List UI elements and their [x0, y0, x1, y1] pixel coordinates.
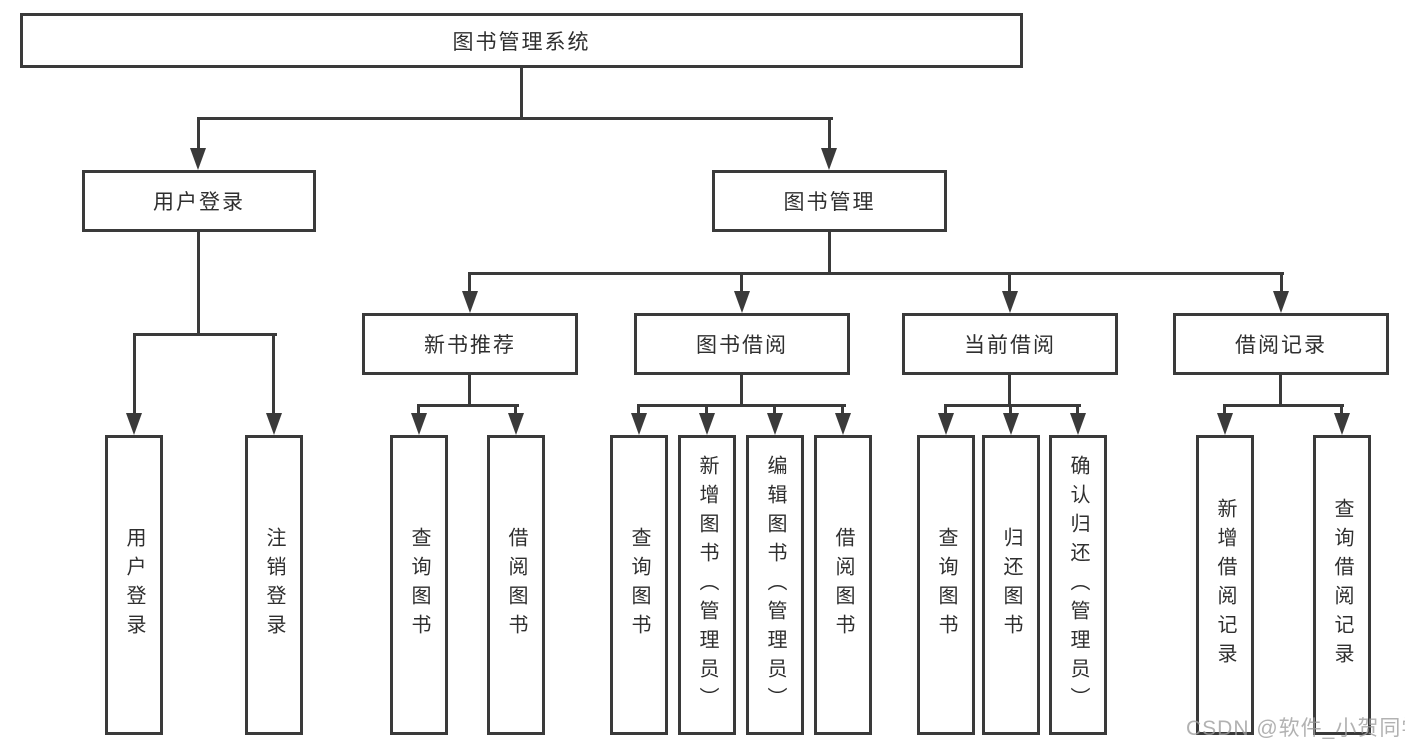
connector-line [1223, 404, 1226, 416]
connector-line [197, 232, 200, 336]
connector-line [705, 404, 708, 416]
connector-line [1223, 404, 1344, 407]
node-label: 查询图书 [408, 527, 430, 643]
connector-line [272, 333, 275, 415]
connector-line [637, 404, 846, 407]
node-label: 新增借阅记录 [1214, 498, 1236, 672]
node-label: 图书管理 [783, 191, 876, 214]
connector-line [1008, 272, 1011, 293]
node-label: 借阅图书 [832, 527, 854, 643]
leaf-query-books-current: 查询图书 [917, 435, 975, 735]
node-label: 归还图书 [1000, 527, 1022, 643]
connector-line [1076, 404, 1079, 416]
arrow-down-icon [699, 413, 715, 435]
arrow-down-icon [767, 413, 783, 435]
node-borrow-records: 借阅记录 [1173, 313, 1389, 375]
connector-line [828, 232, 831, 275]
connector-line [417, 404, 420, 416]
leaf-borrow-books-recommend: 借阅图书 [487, 435, 545, 735]
arrow-down-icon [734, 291, 750, 313]
leaf-borrow-books: 借阅图书 [814, 435, 872, 735]
arrow-down-icon [1273, 291, 1289, 313]
connector-line [637, 404, 640, 416]
connector-line [468, 375, 471, 407]
arrow-down-icon [266, 413, 282, 435]
node-label: 查询借阅记录 [1331, 498, 1353, 672]
node-new-book-recommend: 新书推荐 [362, 313, 578, 375]
node-label: 查询图书 [935, 527, 957, 643]
arrow-down-icon [462, 291, 478, 313]
connector-line [1280, 272, 1283, 293]
arrow-down-icon [126, 413, 142, 435]
arrow-down-icon [1217, 413, 1233, 435]
node-label: 借阅记录 [1235, 334, 1327, 357]
connector-line [1009, 404, 1012, 416]
connector-line [773, 404, 776, 416]
connector-line [417, 404, 519, 407]
leaf-confirm-return-admin: 确认归还（管理员） [1049, 435, 1107, 735]
connector-line [133, 333, 136, 415]
connector-line [944, 404, 1081, 407]
connector-line [828, 117, 831, 151]
connector-line [841, 404, 844, 416]
connector-line [197, 117, 833, 120]
arrow-down-icon [411, 413, 427, 435]
leaf-query-books-recommend: 查询图书 [390, 435, 448, 735]
arrow-down-icon [835, 413, 851, 435]
connector-line [514, 404, 517, 416]
leaf-add-books-admin: 新增图书（管理员） [678, 435, 736, 735]
arrow-down-icon [508, 413, 524, 435]
arrow-down-icon [190, 148, 206, 170]
connector-line [520, 66, 523, 119]
connector-line [468, 272, 471, 293]
connector-line [1279, 375, 1282, 407]
node-label: 查询图书 [628, 527, 650, 643]
connector-line [944, 404, 947, 416]
node-label: 新书推荐 [424, 334, 516, 357]
connector-line [1008, 375, 1011, 407]
connector-line [740, 272, 743, 293]
leaf-edit-books-admin: 编辑图书（管理员） [746, 435, 804, 735]
connector-line [197, 117, 200, 151]
node-book-management: 图书管理 [712, 170, 947, 232]
node-library-system: 图书管理系统 [20, 13, 1023, 68]
connector-line [133, 333, 277, 336]
arrow-down-icon [938, 413, 954, 435]
node-user-login: 用户登录 [82, 170, 316, 232]
arrow-down-icon [1070, 413, 1086, 435]
node-label: 新增图书（管理员） [696, 454, 718, 716]
leaf-logout: 注销登录 [245, 435, 303, 735]
node-label: 用户登录 [123, 527, 145, 643]
leaf-return-books: 归还图书 [982, 435, 1040, 735]
arrow-down-icon [1003, 413, 1019, 435]
leaf-query-borrow-record: 查询借阅记录 [1313, 435, 1371, 735]
leaf-user-login: 用户登录 [105, 435, 163, 735]
leaf-query-books-borrow: 查询图书 [610, 435, 668, 735]
node-label: 编辑图书（管理员） [764, 454, 786, 716]
node-label: 图书借阅 [696, 334, 788, 357]
arrow-down-icon [1002, 291, 1018, 313]
arrow-down-icon [821, 148, 837, 170]
leaf-add-borrow-record: 新增借阅记录 [1196, 435, 1254, 735]
node-label: 图书管理系统 [452, 30, 591, 54]
arrow-down-icon [1334, 413, 1350, 435]
connector-line [1340, 404, 1343, 416]
arrow-down-icon [631, 413, 647, 435]
node-label: 注销登录 [263, 527, 285, 643]
connector-line [468, 272, 1284, 275]
csdn-watermark: CSDN @软件_小贺同学 [1186, 717, 1405, 740]
node-book-borrow: 图书借阅 [634, 313, 850, 375]
node-label: 借阅图书 [505, 527, 527, 643]
node-label: 确认归还（管理员） [1067, 454, 1089, 716]
node-label: 当前借阅 [964, 334, 1056, 357]
node-current-borrow: 当前借阅 [902, 313, 1118, 375]
node-label: 用户登录 [153, 191, 245, 214]
connector-line [740, 375, 743, 407]
